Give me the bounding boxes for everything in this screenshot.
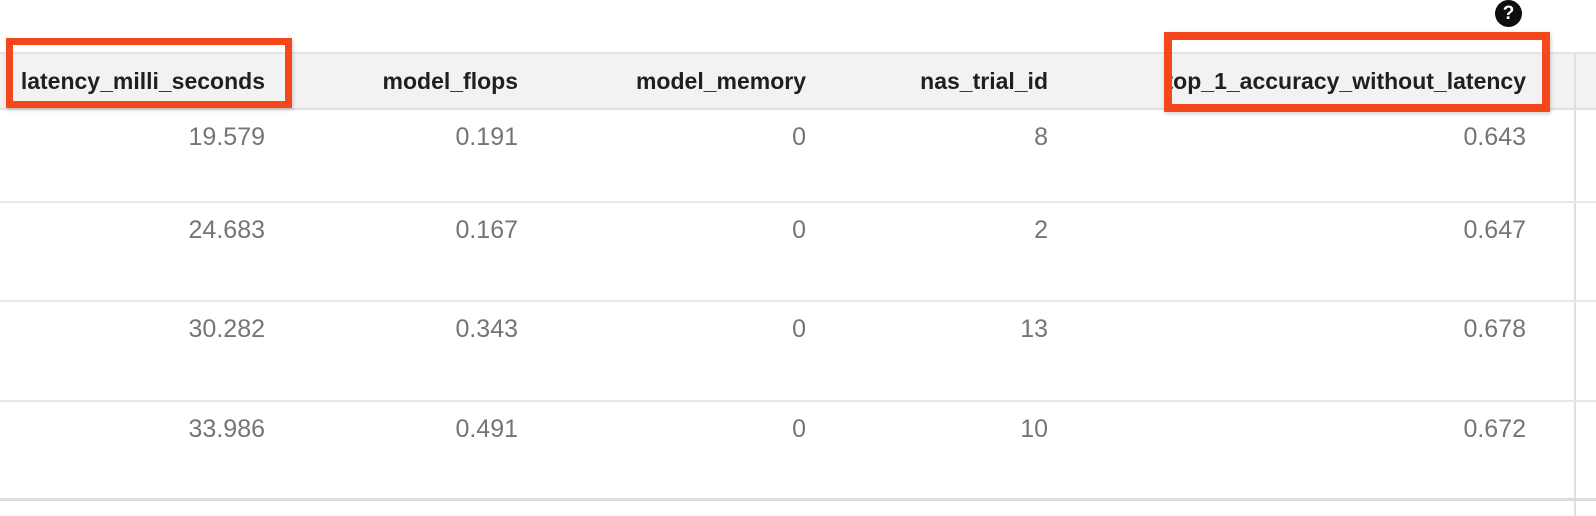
table-cell-latency: 30.282: [188, 315, 265, 343]
table-cell-trial-id: 10: [1020, 415, 1048, 443]
column-header-top-1-accuracy-without-latency[interactable]: top_1_accuracy_without_latency: [1165, 67, 1526, 94]
table-cell-empty: [836, 501, 1078, 516]
table-cell-memory: 0: [792, 216, 806, 244]
table-cell-accuracy: 0.672: [1463, 415, 1526, 443]
table-cell-accuracy: 0.643: [1463, 123, 1526, 151]
table-cell-flops: 0.491: [455, 415, 518, 443]
table-cell-accuracy: 0.647: [1463, 216, 1526, 244]
row-end-spacer: [1574, 501, 1596, 516]
table-cell-trial-id: 2: [1034, 216, 1048, 244]
table-cell-memory: 0: [792, 315, 806, 343]
trials-table: latency_milli_seconds model_flops model_…: [0, 52, 1596, 516]
column-header-latency-milli-seconds[interactable]: latency_milli_seconds: [20, 67, 265, 94]
column-header-nas-trial-id[interactable]: nas_trial_id: [920, 67, 1048, 94]
table-cell-flops: 0.343: [455, 315, 518, 343]
table-cell-flops: 0.191: [455, 123, 518, 151]
help-icon-glyph: ?: [1502, 2, 1515, 24]
table-cell-empty: [548, 501, 836, 516]
table-cell-flops: 0.167: [455, 216, 518, 244]
top-bar: ?: [0, 0, 1596, 52]
table-cell-accuracy: 0.678: [1463, 315, 1526, 343]
table-cell-empty: [1078, 501, 1574, 516]
row-end-spacer: [1574, 402, 1596, 498]
table-cell-empty: [0, 501, 295, 516]
table-row: 30.282 0.343 0 13 0.678: [0, 302, 1596, 402]
table-row: 19.579 0.191 0 8 0.643: [0, 110, 1596, 203]
table-cell-latency: 24.683: [188, 216, 265, 244]
table-cell-memory: 0: [792, 415, 806, 443]
column-header-model-flops[interactable]: model_flops: [382, 67, 518, 94]
table-cell-trial-id: 13: [1020, 315, 1048, 343]
row-end-spacer: [1574, 302, 1596, 400]
header-end-spacer: [1574, 54, 1596, 108]
table-row: 24.683 0.167 0 2 0.647: [0, 203, 1596, 302]
table-row-partial: [0, 501, 1596, 516]
table-cell-latency: 19.579: [188, 123, 265, 151]
row-end-spacer: [1574, 203, 1596, 300]
table-cell-latency: 33.986: [188, 415, 265, 443]
help-icon[interactable]: ?: [1495, 0, 1522, 27]
table-row: 33.986 0.491 0 10 0.672: [0, 402, 1596, 501]
column-header-model-memory[interactable]: model_memory: [635, 67, 806, 94]
row-end-spacer: [1574, 110, 1596, 201]
table-cell-trial-id: 8: [1034, 123, 1048, 151]
table-cell-memory: 0: [792, 123, 806, 151]
table-header-row: latency_milli_seconds model_flops model_…: [0, 52, 1596, 110]
table-cell-empty: [295, 501, 548, 516]
